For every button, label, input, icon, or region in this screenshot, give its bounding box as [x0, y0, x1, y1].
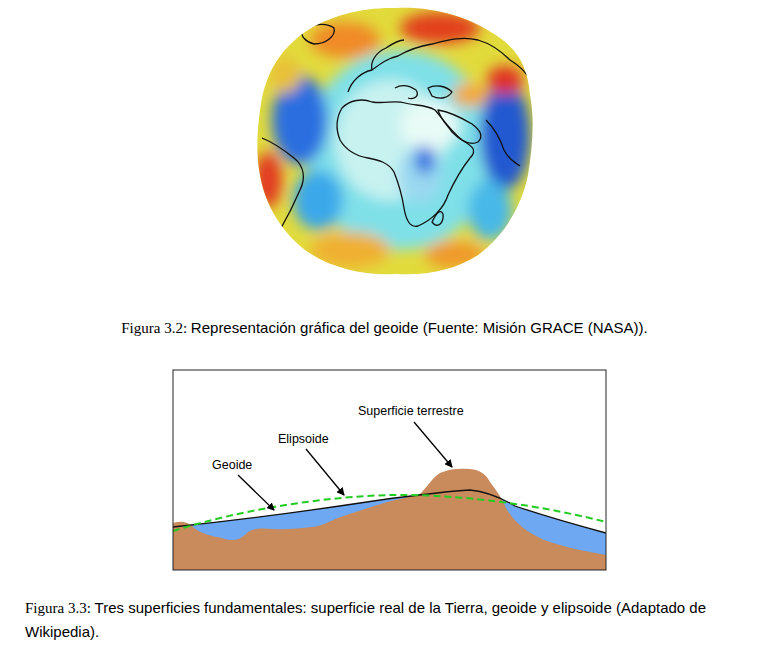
caption-text: Tres superficies fundamentales: superfic… — [25, 599, 706, 640]
figure-number: Figura 3.3: — [25, 600, 91, 616]
geoid-globe — [250, 0, 540, 290]
leader-arrow — [306, 449, 344, 495]
figure-number: Figura 3.2: — [121, 320, 187, 336]
caption-text: Representación gráfica del geoide (Fuent… — [191, 319, 648, 336]
figure-caption: Figura 3.3: Tres superficies fundamental… — [25, 596, 767, 644]
figure-caption: Figura 3.2: Representación gráfica del g… — [0, 318, 769, 338]
ellipsoid-label: Elipsoide — [278, 432, 329, 446]
geoid-label: Geoide — [212, 458, 252, 472]
leader-arrow — [414, 422, 452, 467]
earth-cross-section — [173, 370, 606, 570]
surface-label: Superficie terrestre — [358, 404, 464, 418]
leader-arrow — [238, 475, 274, 510]
